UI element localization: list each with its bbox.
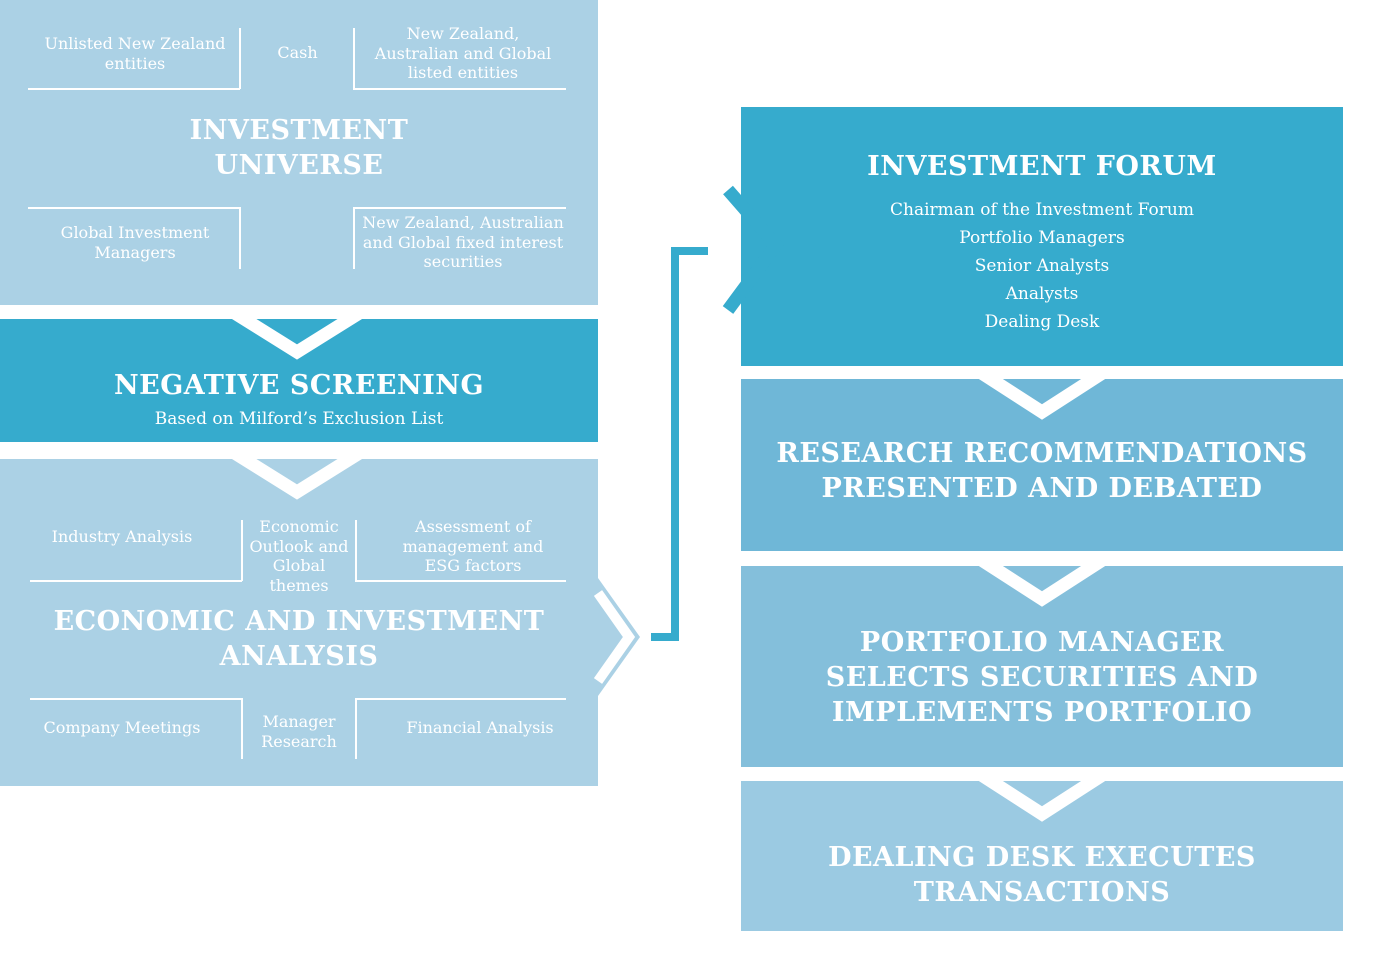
investment-forum-title: INVESTMENT FORUM [867,151,1217,182]
analysis-cell-manager-research: Manager Research [261,712,337,751]
forum-member: Analysts [1005,284,1079,304]
universe-bottom-divider [353,207,355,269]
investment-universe-title: INVESTMENT UNIVERSE [189,115,409,181]
universe-cell-unlisted: Unlisted New Zealand entities [44,34,226,73]
investment-forum-box: INVESTMENT FORUM Chairman of the Investm… [741,107,1343,366]
analysis-top-divider [30,580,242,582]
universe-bottom-divider [353,207,566,209]
analysis-title: ECONOMIC AND INVESTMENT ANALYSIS [53,606,545,672]
universe-cell-global-managers: Global Investment Managers [60,223,210,262]
universe-top-divider [353,28,355,89]
analysis-cell-financial-analysis: Financial Analysis [406,718,554,737]
negative-screening-title: NEGATIVE SCREENING [113,370,485,401]
analysis-cell-economic-outlook: Economic Outlook and Global themes [249,517,349,595]
chevron-right-icon [722,185,785,314]
dealing-title: DEALING DESK EXECUTES TRANSACTIONS [828,842,1256,908]
chevron-right-icon [593,590,636,684]
dealing-box: DEALING DESK EXECUTES TRANSACTIONS [741,781,1343,931]
investment-forum-members: Chairman of the Investment Forum Portfol… [741,196,1343,336]
universe-bottom-divider [239,207,241,269]
chevron-down-icon [229,306,365,360]
portfolio-box: PORTFOLIO MANAGER SELECTS SECURITIES AND… [741,566,1343,767]
universe-cell-cash: Cash [277,43,318,62]
universe-cell-fixed-interest: New Zealand, Australian and Global fixed… [362,213,564,271]
analysis-top-divider [241,520,243,581]
chevron-down-icon [976,768,1108,822]
forum-member: Portfolio Managers [959,228,1125,248]
chevron-down-icon [976,553,1108,607]
universe-bottom-divider [28,207,240,209]
analysis-bottom-divider [30,698,242,700]
analysis-cell-industry: Industry Analysis [51,527,193,546]
analysis-bottom-divider [355,698,566,700]
analysis-top-divider [355,580,566,582]
analysis-bottom-divider [241,698,243,759]
chevron-down-icon [229,446,365,500]
universe-cell-listed: New Zealand, Australian and Global liste… [374,24,552,82]
forum-member: Chairman of the Investment Forum [890,200,1194,220]
universe-top-divider [353,88,566,90]
chevron-down-icon [976,366,1108,420]
negative-screening-subtitle: Based on Milford’s Exclusion List [154,409,444,429]
forum-member: Dealing Desk [984,312,1100,332]
analysis-box: Industry Analysis Economic Outlook and G… [0,459,598,786]
research-title: RESEARCH RECOMMENDATIONS PRESENTED AND D… [776,438,1308,504]
universe-top-divider [239,28,241,89]
investment-universe-box: Unlisted New Zealand entities Cash New Z… [0,0,598,305]
universe-top-divider [28,88,240,90]
analysis-bottom-divider [355,698,357,759]
forum-member: Senior Analysts [974,256,1110,276]
negative-screening-box: NEGATIVE SCREENING Based on Milford’s Ex… [0,319,598,442]
portfolio-title: PORTFOLIO MANAGER SELECTS SECURITIES AND… [825,627,1259,728]
analysis-cell-company-meetings: Company Meetings [43,718,201,737]
analysis-top-divider [355,520,357,581]
analysis-cell-assessment: Assessment of management and ESG factors [402,517,544,575]
connector-line [651,247,708,641]
